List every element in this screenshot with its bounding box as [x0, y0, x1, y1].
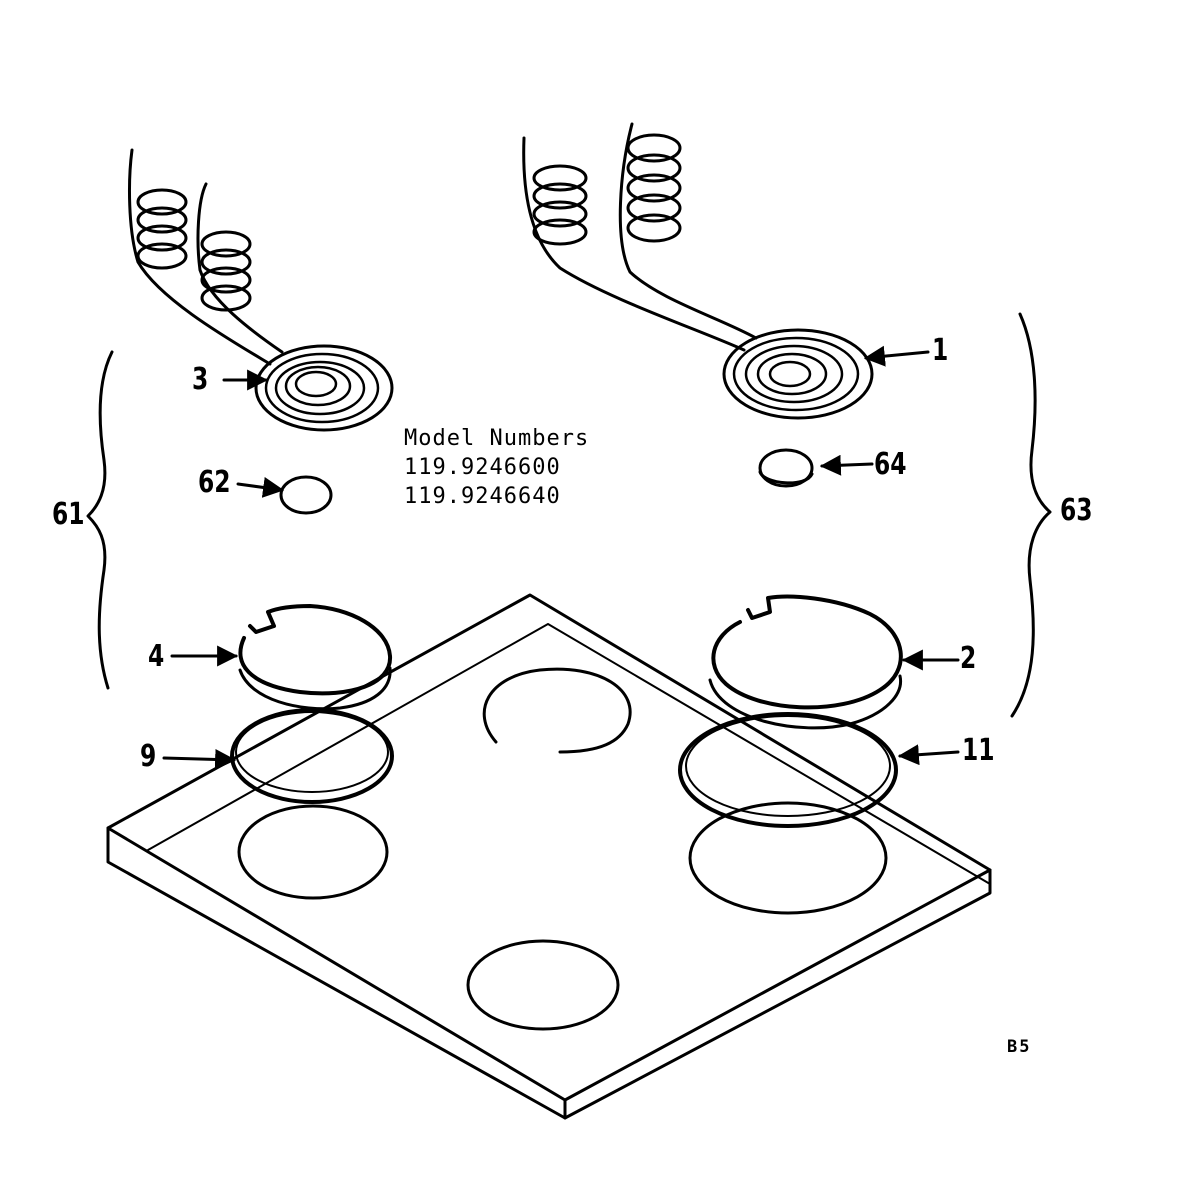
brace-right [1010, 312, 1052, 718]
reflector-right [758, 448, 814, 488]
model-numbers-block: Model Numbers 119.9246600 119.9246640 [404, 424, 589, 511]
model-number-2: 119.9246640 [404, 484, 561, 509]
callout-9: 9 [140, 739, 157, 774]
surface-unit-left-rear [128, 148, 394, 432]
brace-left [86, 350, 114, 690]
page-code: B5 [1007, 1037, 1032, 1057]
surface-unit-right-rear [522, 122, 874, 420]
callout-4: 4 [148, 639, 165, 674]
reflector-left [279, 475, 333, 515]
model-numbers-heading: Model Numbers [404, 426, 590, 451]
callout-1: 1 [932, 333, 949, 368]
trim-ring-left [230, 708, 394, 804]
leader-arrows [162, 345, 960, 770]
callout-63: 63 [1060, 493, 1093, 528]
burner-opening-right-front [688, 801, 888, 915]
model-number-1: 119.9246600 [404, 455, 561, 480]
burner-opening-left-rear [482, 667, 632, 754]
callout-2: 2 [960, 641, 977, 676]
callout-64: 64 [874, 447, 907, 482]
callout-61: 61 [52, 497, 85, 532]
callout-62: 62 [198, 465, 231, 500]
drip-pan-left [238, 604, 393, 711]
callout-3: 3 [192, 362, 209, 397]
burner-opening-right-rear-front [466, 939, 620, 1031]
trim-ring-right [678, 712, 898, 828]
drip-pan-right [708, 594, 903, 730]
burner-opening-left-front [237, 804, 389, 900]
callout-11: 11 [962, 733, 995, 768]
